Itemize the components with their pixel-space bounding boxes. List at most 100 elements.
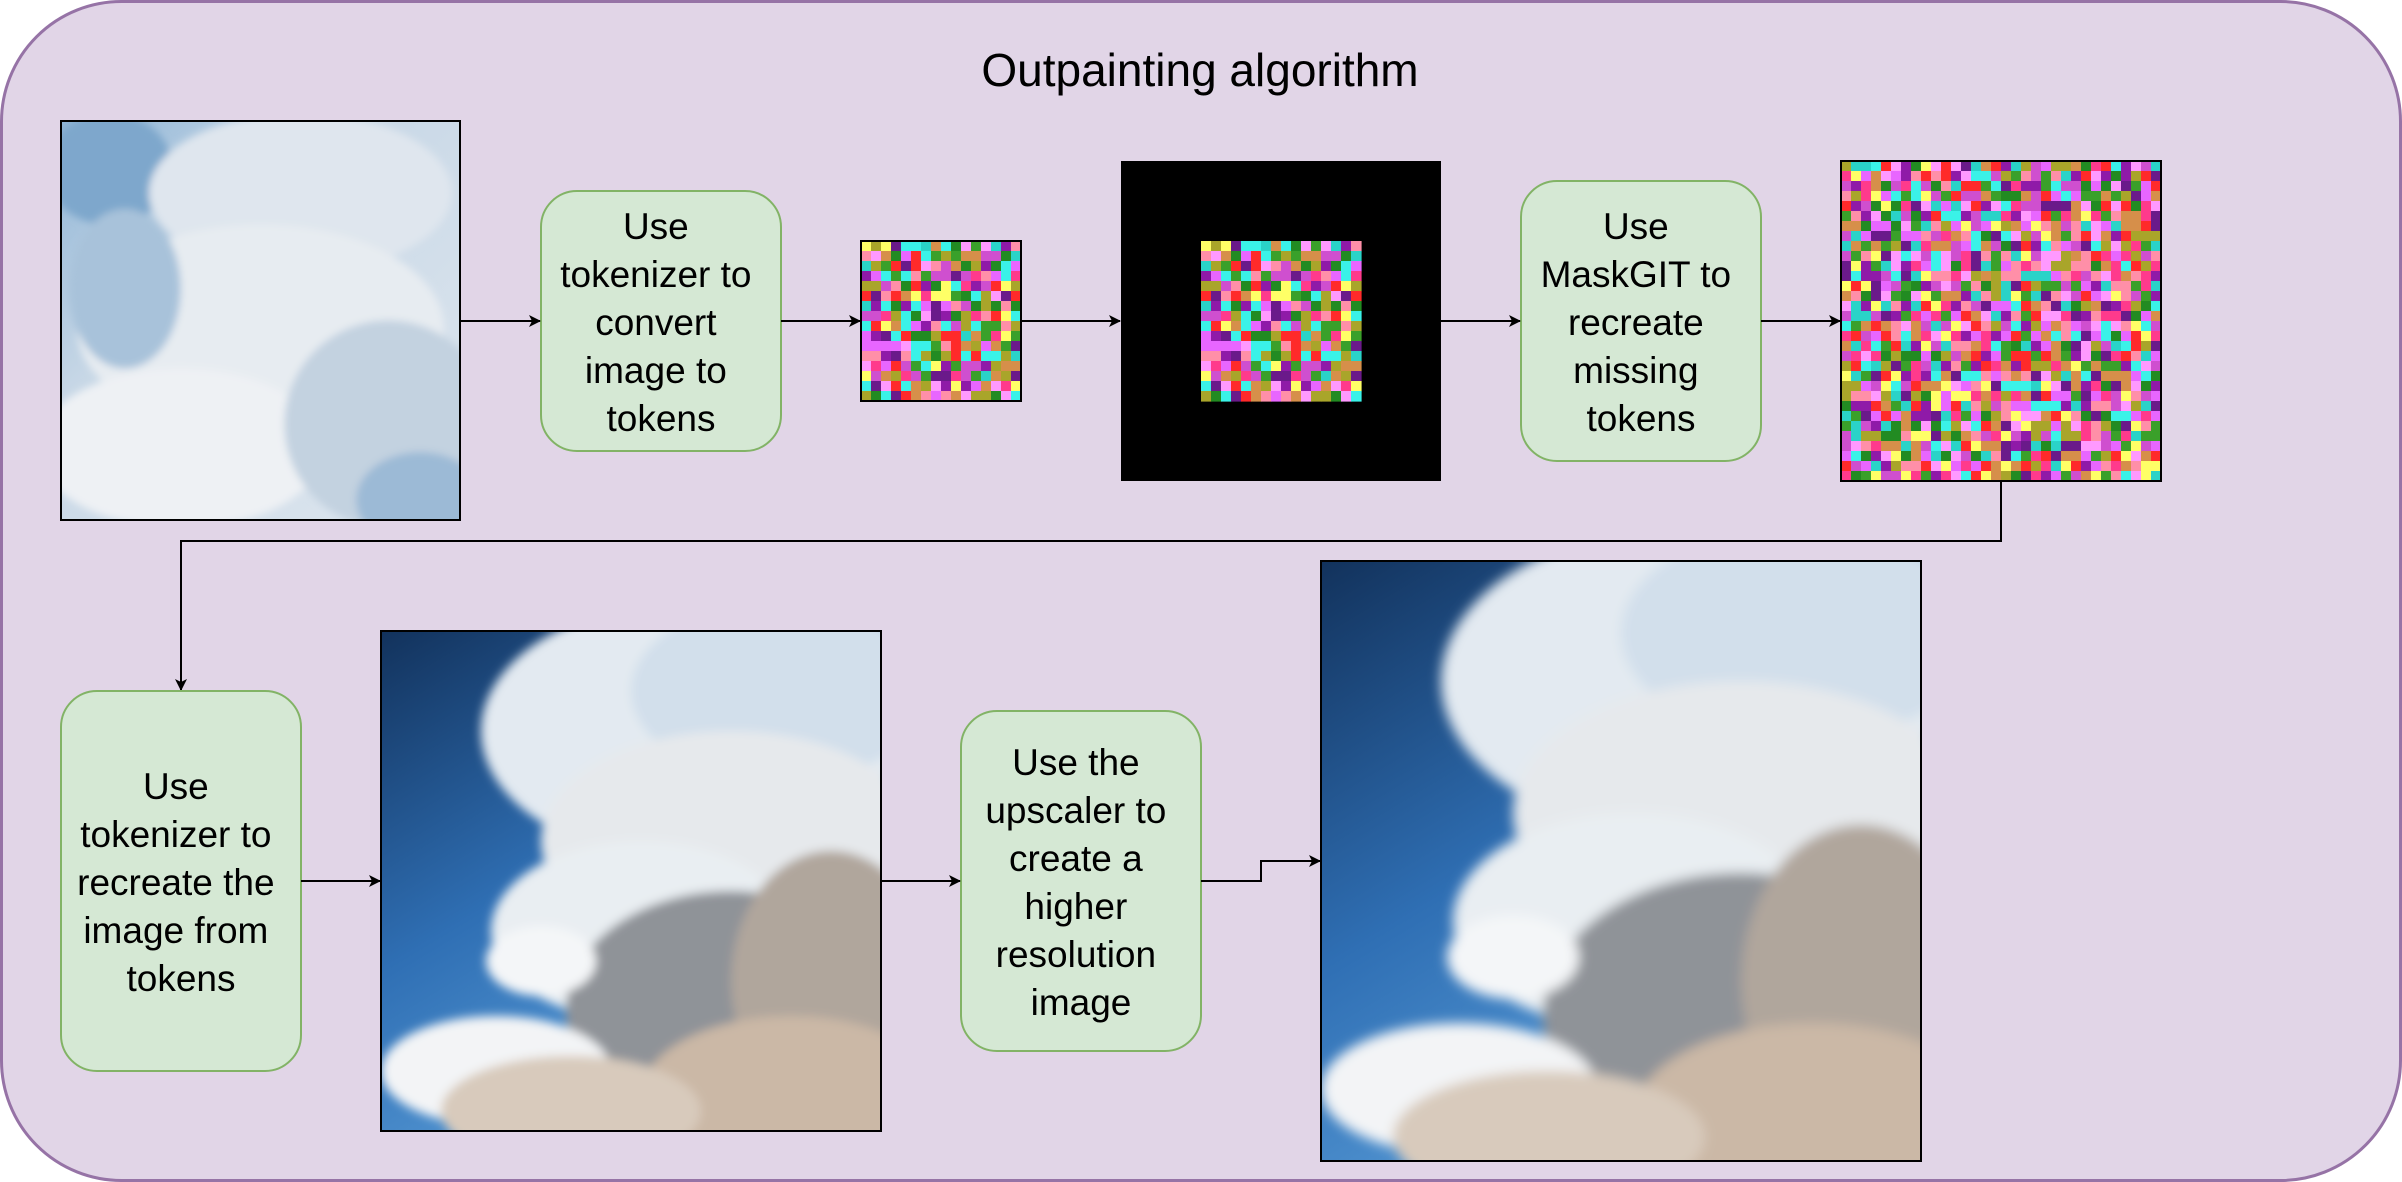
- token-cell: [2021, 471, 2032, 482]
- token-cell: [2091, 231, 2102, 242]
- token-cell: [1211, 341, 1222, 352]
- token-cell: [2101, 271, 2112, 282]
- token-cell: [2101, 331, 2112, 342]
- token-cell: [1881, 191, 1892, 202]
- token-cell: [991, 361, 1002, 372]
- token-cell: [971, 311, 982, 322]
- token-cell: [981, 341, 992, 352]
- token-cell: [1861, 231, 1872, 242]
- token-cell: [1981, 371, 1992, 382]
- token-cell: [2141, 451, 2152, 462]
- token-cell: [1201, 301, 1212, 312]
- token-cell: [1911, 171, 1922, 182]
- token-cell: [1981, 221, 1992, 232]
- token-cell: [2121, 181, 2132, 192]
- token-cell: [2071, 281, 2082, 292]
- token-cell: [2101, 451, 2112, 462]
- token-cell: [2041, 161, 2052, 172]
- token-cell: [881, 391, 892, 402]
- token-cell: [1321, 261, 1332, 272]
- token-cell: [2111, 311, 2122, 322]
- token-cell: [1901, 181, 1912, 192]
- token-cell: [931, 361, 942, 372]
- token-cell: [2051, 261, 2062, 272]
- token-cell: [1981, 201, 1992, 212]
- token-cell: [1221, 341, 1232, 352]
- token-cell: [2051, 461, 2062, 472]
- token-cell: [1971, 331, 1982, 342]
- token-cell: [2081, 381, 2092, 392]
- token-cell: [2041, 461, 2052, 472]
- token-cell: [2151, 321, 2162, 332]
- token-cell: [1231, 261, 1242, 272]
- token-cell: [1921, 161, 1932, 172]
- token-cell: [2001, 471, 2012, 482]
- token-cell: [1331, 341, 1342, 352]
- token-cell: [1841, 221, 1852, 232]
- token-cell: [2091, 211, 2102, 222]
- token-cell: [1991, 401, 2002, 412]
- token-cell: [1871, 431, 1882, 442]
- token-cell: [1001, 331, 1012, 342]
- token-cell: [2061, 241, 2072, 252]
- token-cell: [2111, 431, 2122, 442]
- token-cell: [1251, 391, 1262, 402]
- token-cell: [2141, 231, 2152, 242]
- token-cell: [861, 371, 872, 382]
- token-cell: [1931, 261, 1942, 272]
- token-cell: [2121, 281, 2132, 292]
- token-cell: [1991, 211, 2002, 222]
- token-cell: [1891, 421, 1902, 432]
- token-cell: [1841, 271, 1852, 282]
- token-cell: [2091, 331, 2102, 342]
- token-cell: [2081, 391, 2092, 402]
- token-cell: [2061, 181, 2072, 192]
- token-cell: [2121, 441, 2132, 452]
- token-cell: [2101, 341, 2112, 352]
- token-cell: [1961, 451, 1972, 462]
- token-cell: [911, 281, 922, 292]
- token-cell: [1341, 261, 1352, 272]
- token-cell: [2041, 281, 2052, 292]
- token-cell: [2121, 241, 2132, 252]
- token-cell: [2111, 201, 2122, 212]
- token-cell: [1301, 281, 1312, 292]
- token-cell: [1991, 251, 2002, 262]
- token-cell: [1351, 261, 1362, 272]
- token-cell: [1911, 251, 1922, 262]
- token-cell: [1871, 371, 1882, 382]
- token-cell: [1921, 341, 1932, 352]
- token-cell: [941, 371, 952, 382]
- token-cell: [1321, 241, 1332, 252]
- token-cell: [931, 261, 942, 272]
- token-cell: [1941, 171, 1952, 182]
- token-cell: [1991, 281, 2002, 292]
- token-cell: [1221, 301, 1232, 312]
- token-cell: [2061, 461, 2072, 472]
- token-cell: [981, 351, 992, 362]
- token-cell: [2061, 391, 2072, 402]
- token-cell: [1991, 421, 2002, 432]
- token-cell: [1881, 221, 1892, 232]
- token-cell: [981, 291, 992, 302]
- token-cell: [1921, 421, 1932, 432]
- token-cell: [2061, 301, 2072, 312]
- token-cell: [1301, 241, 1312, 252]
- token-cell: [2111, 281, 2122, 292]
- token-cell: [1971, 291, 1982, 302]
- token-cell: [901, 331, 912, 342]
- token-cell: [1231, 341, 1242, 352]
- token-cell: [911, 311, 922, 322]
- token-cell: [1841, 411, 1852, 422]
- token-cell: [1001, 321, 1012, 332]
- token-cell: [921, 381, 932, 392]
- token-cell: [951, 371, 962, 382]
- token-cell: [1971, 171, 1982, 182]
- token-cell: [1281, 341, 1292, 352]
- token-cell: [2021, 261, 2032, 272]
- token-cell: [1881, 401, 1892, 412]
- token-cell: [2031, 171, 2042, 182]
- input-sky-image: [60, 120, 461, 521]
- token-cell: [1991, 371, 2002, 382]
- token-cell: [2141, 411, 2152, 422]
